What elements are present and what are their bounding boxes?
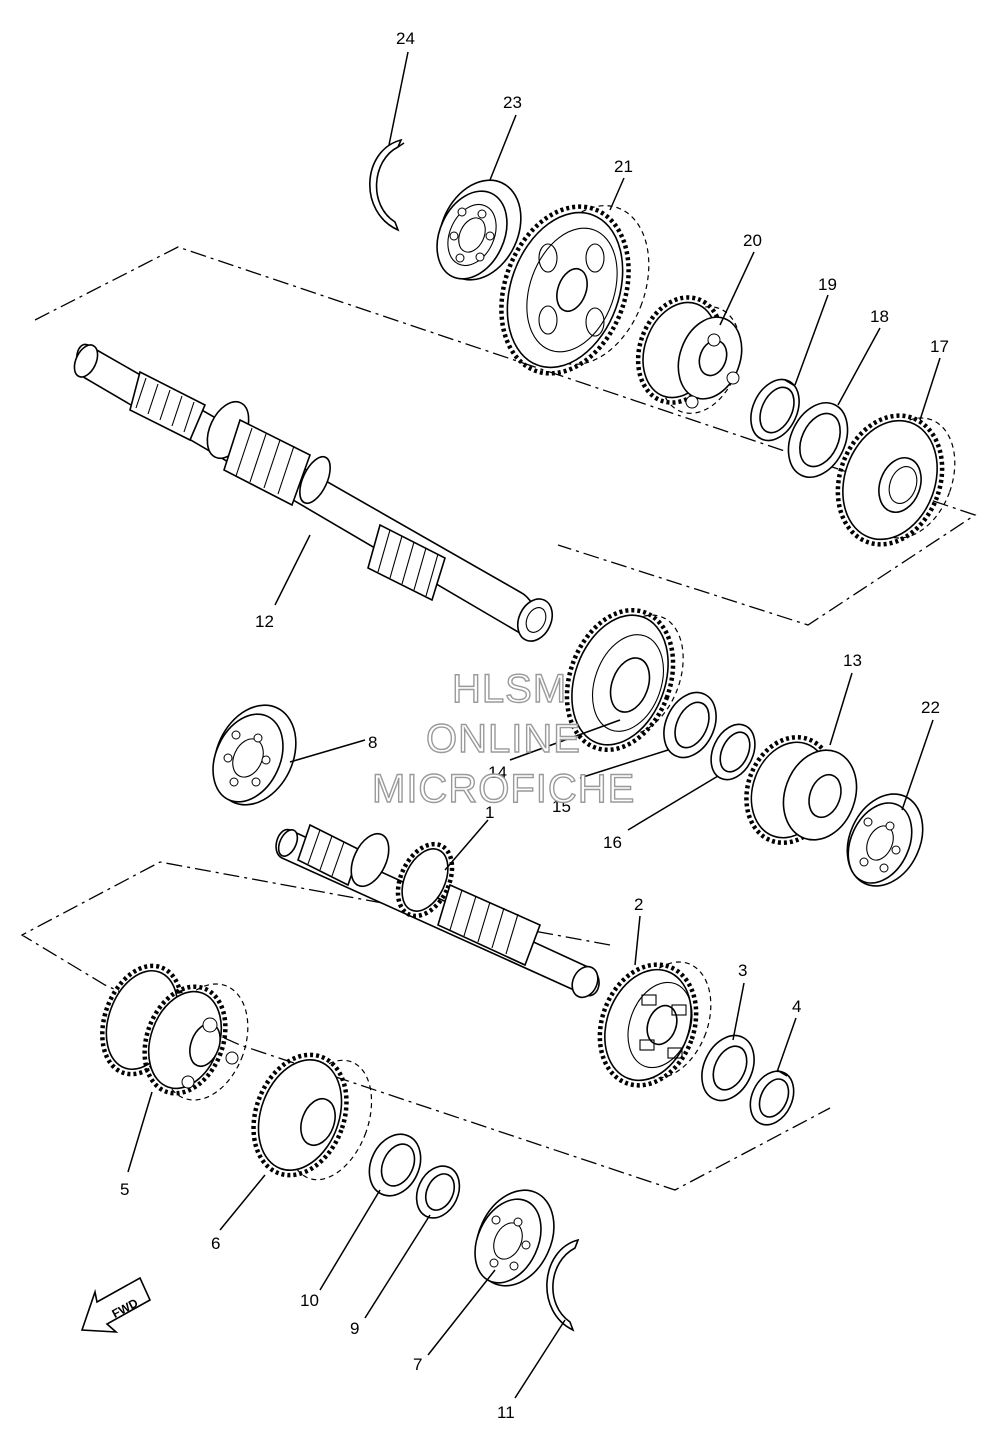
part-2-gear	[597, 961, 712, 1088]
callout-23: 23	[503, 93, 522, 112]
part-20-gear	[635, 295, 743, 414]
part-8-bearing	[212, 704, 297, 806]
main-axle-group-outline	[34, 246, 977, 626]
callout-14: 14	[488, 763, 507, 782]
callout-10: 10	[300, 1291, 319, 1310]
part-21-gear	[499, 204, 650, 376]
callout-9: 9	[350, 1319, 359, 1338]
part-16-circlip	[710, 723, 756, 781]
callout-6: 6	[211, 1234, 220, 1253]
callout-7: 7	[413, 1355, 422, 1374]
part-23-bearing	[436, 179, 522, 281]
callout-4: 4	[792, 997, 801, 1016]
part-11-circlip	[546, 1238, 580, 1332]
callout-17: 17	[930, 337, 949, 356]
callout-5: 5	[120, 1180, 129, 1199]
part-6-gear	[251, 1052, 373, 1181]
callout-1: 1	[485, 803, 494, 822]
callout-3: 3	[738, 961, 747, 980]
callout-12: 12	[255, 612, 274, 631]
part-19-circlip	[750, 378, 800, 442]
part-14-gear	[564, 607, 684, 753]
callout-19: 19	[818, 275, 837, 294]
part-13-gear	[744, 735, 858, 845]
watermark-line-1: HLSM	[452, 667, 567, 711]
callout-16: 16	[603, 833, 622, 852]
part-22-bearing	[846, 793, 924, 887]
part-9-circlip	[415, 1165, 461, 1219]
callout-13: 13	[843, 651, 862, 670]
watermark: HLSM ONLINE MICROFICHE	[371, 666, 635, 811]
part-1-drive-axle	[275, 823, 600, 999]
part-5-gear	[100, 963, 249, 1101]
callout-20: 20	[743, 231, 762, 250]
callout-18: 18	[870, 307, 889, 326]
watermark-line-2: ONLINE	[426, 717, 581, 761]
leader-lines	[127, 51, 941, 1399]
fwd-arrow-icon	[80, 1276, 152, 1333]
callout-2: 2	[634, 895, 643, 914]
part-18-washer	[787, 402, 849, 478]
part-17-gear	[835, 413, 956, 547]
watermark-line-3: MICROFICHE	[372, 767, 635, 811]
drive-axle-group-outline	[20, 861, 831, 1191]
part-4-circlip	[749, 1069, 795, 1126]
callout-21: 21	[614, 157, 633, 176]
callout-8: 8	[368, 733, 377, 752]
callout-22: 22	[921, 698, 940, 717]
part-24-circlip	[369, 138, 405, 232]
part-7-bearing	[474, 1189, 555, 1287]
part-12-main-axle	[73, 343, 554, 642]
callout-24: 24	[396, 29, 415, 48]
callout-11: 11	[497, 1403, 515, 1422]
part-3-washer	[701, 1034, 755, 1102]
part-15-washer	[663, 691, 717, 759]
callout-15: 15	[552, 797, 571, 816]
part-10-washer	[368, 1133, 422, 1197]
